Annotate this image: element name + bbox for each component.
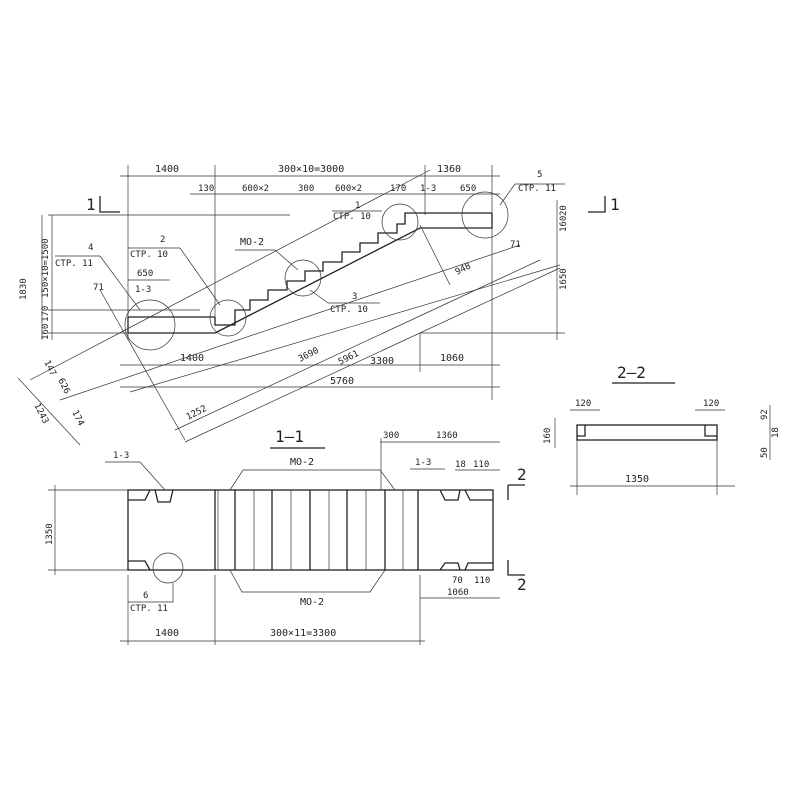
dim-174: 174 <box>69 409 85 428</box>
callout-3-ref: СТР. 10 <box>330 305 368 315</box>
dim-1243: 1243 <box>31 402 50 426</box>
section-2-2-title: 2—2 <box>617 363 646 382</box>
dim-600x2-a: 600×2 <box>242 184 269 194</box>
detail-circle-6 <box>152 552 184 584</box>
dim-3000: 300×10=3000 <box>278 164 344 175</box>
callout-4-ref: СТР. 11 <box>55 259 93 269</box>
dim-1060-section: 1060 <box>447 588 469 598</box>
stair-elevation: 1400 300×10=3000 1360 130 600×2 300 600×… <box>17 164 620 446</box>
callout-2-ref: СТР. 10 <box>130 250 168 260</box>
dim-120-left: 120 <box>575 399 591 409</box>
dim-bottom-1400: 1400 <box>180 353 204 364</box>
dim-1400-section: 1400 <box>155 628 179 639</box>
dim-1360-section: 1360 <box>436 431 458 441</box>
detail-circle-2 <box>209 299 247 337</box>
dim-110-bottom: 110 <box>474 576 490 586</box>
label-mo2-bottom: МО-2 <box>300 597 324 608</box>
dim-110: 110 <box>473 460 489 470</box>
dim-170: 170 <box>390 184 406 194</box>
dim-1830: 1830 <box>19 278 29 300</box>
dim-300-section: 300 <box>383 431 399 441</box>
label-650: 650 <box>137 269 153 279</box>
callout-3-num: 3 <box>352 292 357 302</box>
dim-18-section: 18 <box>771 427 781 438</box>
dim-130: 130 <box>198 184 214 194</box>
dim-bottom-5760: 5760 <box>330 376 354 387</box>
callout-2-num: 2 <box>160 235 165 245</box>
dim-650: 650 <box>460 184 476 194</box>
dim-160-section: 160 <box>543 428 553 444</box>
callout-1-num: 1 <box>355 201 360 211</box>
callout-5-num: 5 <box>537 170 542 180</box>
dim-1360: 1360 <box>437 164 461 175</box>
dim-1650: 1650 <box>559 268 569 290</box>
dim-1500: 150×10=1500 <box>41 238 51 298</box>
dim-bottom-3300: 3300 <box>370 356 394 367</box>
dim-3690: 3690 <box>297 346 321 365</box>
dim-50: 50 <box>760 447 770 458</box>
dim-170: 170 <box>41 306 51 322</box>
label-mo2-top: МО-2 <box>290 457 314 468</box>
dim-1400: 1400 <box>155 164 179 175</box>
dim-71-right: 71 <box>510 240 521 250</box>
dim-160: 160 <box>41 324 51 340</box>
dim-948: 948 <box>454 261 473 277</box>
callout-6-num: 6 <box>143 591 148 601</box>
dim-626: 626 <box>55 377 71 396</box>
stair-treads <box>214 490 419 570</box>
detail-circle-5 <box>461 191 509 239</box>
dim-120-right: 120 <box>703 399 719 409</box>
dim-147: 147 <box>41 359 57 378</box>
section-2-2: 2—2 120 120 160 92 18 50 1350 <box>543 363 781 495</box>
dim-18: 18 <box>455 460 466 470</box>
dim-1350: 1350 <box>45 523 55 545</box>
detail-circle-4 <box>124 299 176 351</box>
dim-20: 20 <box>559 205 569 216</box>
dim-bottom-1060: 1060 <box>440 353 464 364</box>
dim-92: 92 <box>760 409 770 420</box>
label-1-3: 1-3 <box>135 285 151 295</box>
callout-4-num: 4 <box>88 243 93 253</box>
cut-mark-bottom: 2 <box>517 575 527 594</box>
section-1-1: 1—1 1350 1-3 МО-2 1-3 300 1360 18 110 2 … <box>45 427 527 645</box>
dim-3300-section: 300×11=3300 <box>270 628 336 639</box>
callout-6-ref: СТР. 11 <box>130 604 168 614</box>
dim-300: 300 <box>298 184 314 194</box>
section-1-1-title: 1—1 <box>275 427 304 446</box>
callout-5-ref: СТР. 11 <box>518 184 556 194</box>
dim-1350-section: 1350 <box>625 474 649 485</box>
label-1-3-left: 1-3 <box>113 451 129 461</box>
callout-1-ref: СТР. 10 <box>333 212 371 222</box>
detail-circle-1 <box>381 203 419 241</box>
cut-mark-top: 2 <box>517 465 527 484</box>
dim-1-3: 1-3 <box>420 184 436 194</box>
section-mark-left: 1 <box>86 195 96 214</box>
detail-circle-mo2 <box>284 259 322 297</box>
section-mark-right: 1 <box>610 195 620 214</box>
dim-160-right: 160 <box>559 216 569 232</box>
label-1-3-right: 1-3 <box>415 458 431 468</box>
dim-600x2-b: 600×2 <box>335 184 362 194</box>
dim-70: 70 <box>452 576 463 586</box>
dim-71-left: 71 <box>93 283 104 293</box>
label-mo2: МО-2 <box>240 237 264 248</box>
